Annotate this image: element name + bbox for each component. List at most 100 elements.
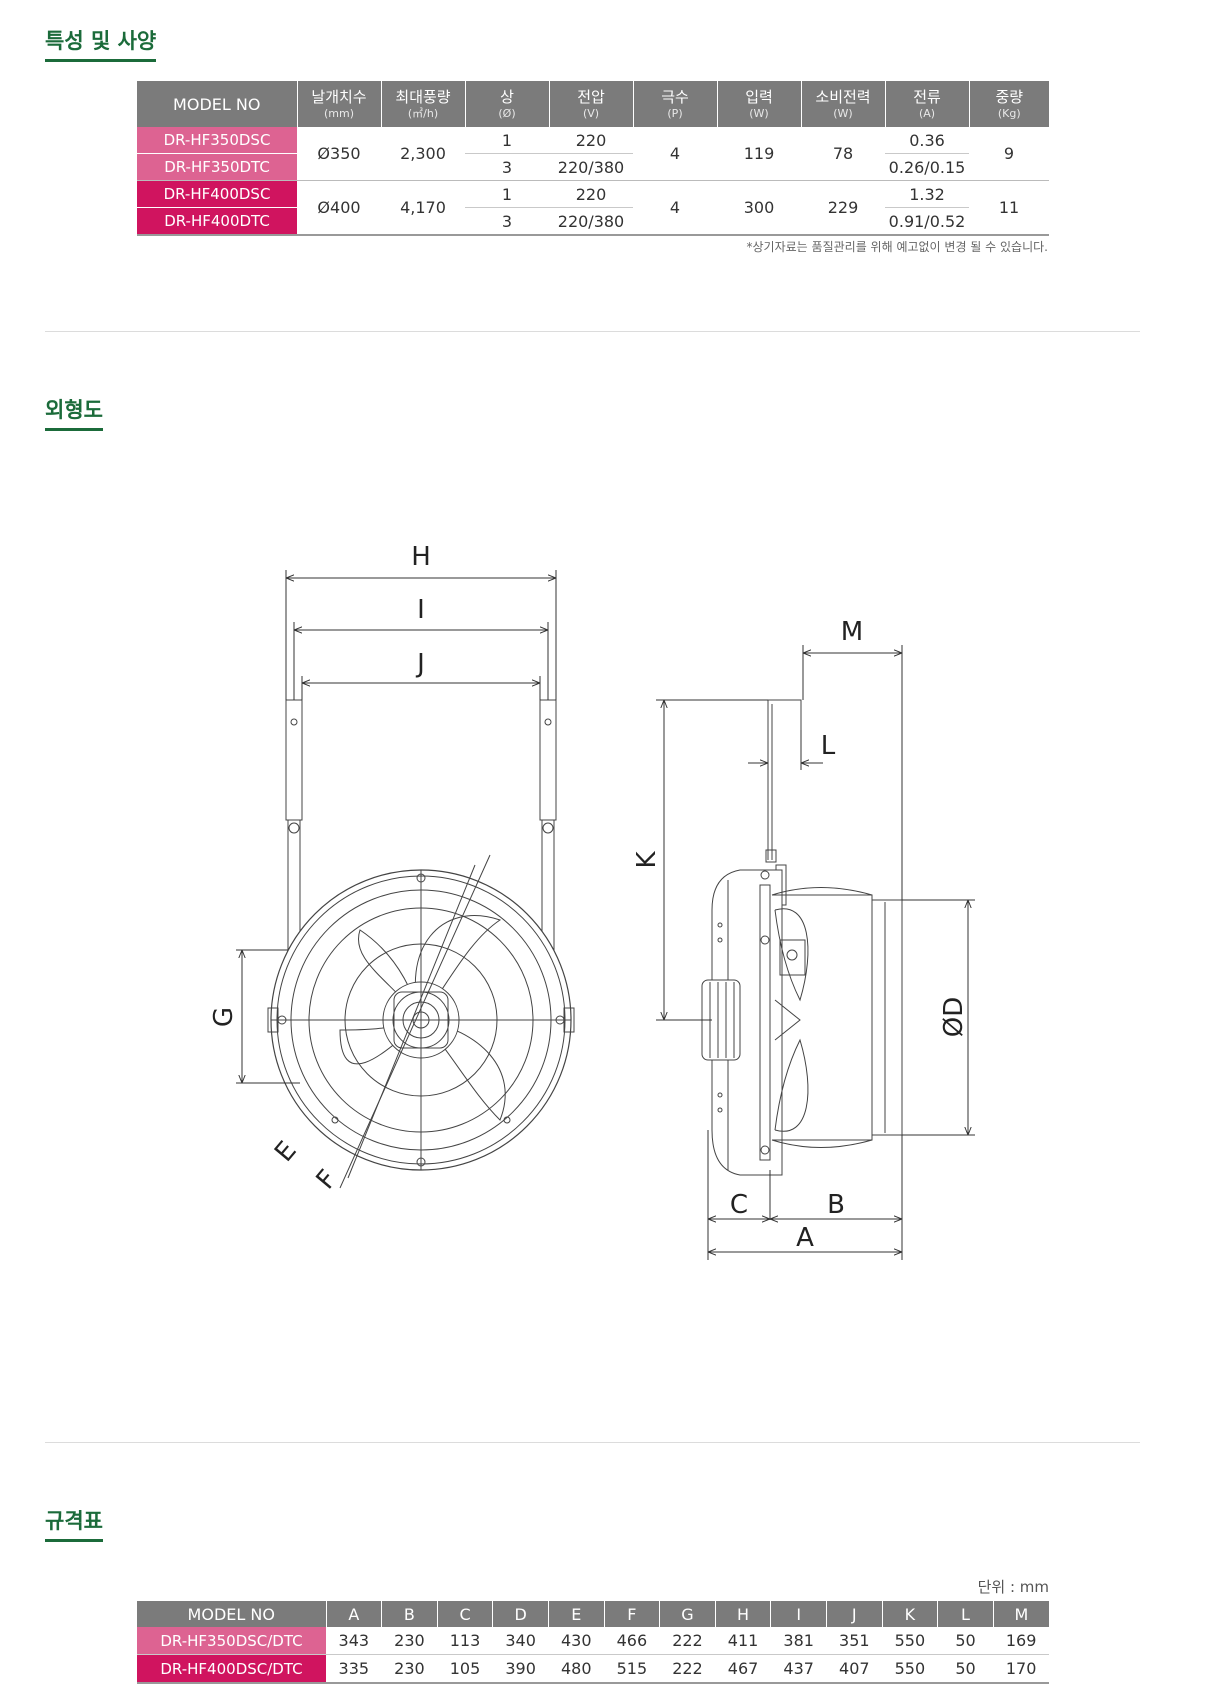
model-cell: DR-HF400DTC <box>137 207 297 236</box>
dim-cell: 113 <box>437 1627 493 1655</box>
phase-cell: 1 <box>465 180 549 208</box>
dim-cell: 411 <box>715 1627 771 1655</box>
table-row: DR-HF350DSC Ø350 2,300 1 220 4 119 78 0.… <box>137 127 1049 181</box>
dim-cell: 466 <box>604 1627 660 1655</box>
dim-cell: 437 <box>770 1654 827 1684</box>
dim-cell: 169 <box>993 1627 1049 1655</box>
blade-cell: Ø400 <box>297 180 381 236</box>
dim-header: C <box>436 1601 493 1627</box>
dim-label-b: B <box>827 1190 845 1220</box>
dim-label-j: J <box>415 649 425 679</box>
dimension-table: MODEL NO A B C D E F G H I J K L M DR-HF… <box>137 1601 1049 1684</box>
unit-label: 단위 : mm <box>977 1578 1049 1596</box>
voltage-cell: 220 <box>549 180 633 208</box>
dim-label-e: E <box>269 1136 303 1168</box>
airflow-cell: 2,300 <box>381 127 465 181</box>
blade-cell: Ø350 <box>297 127 381 181</box>
dim-cell: 430 <box>548 1627 605 1655</box>
dimension-section-title: 규격표 <box>45 1505 103 1542</box>
dim-cell: 230 <box>381 1654 438 1684</box>
dim-header: I <box>770 1601 827 1627</box>
section-divider <box>45 1442 1140 1443</box>
spec-header-power: 소비전력(W) <box>800 81 885 127</box>
dim-cell: 550 <box>882 1627 938 1655</box>
table-row: DR-HF400DTC 3 220/380 0.91/0.52 <box>137 207 1049 236</box>
weight-cell: 11 <box>969 180 1049 236</box>
model-cell: DR-HF350DSC/DTC <box>137 1627 326 1655</box>
input-cell: 300 <box>717 180 801 236</box>
current-cell: 1.32 <box>885 180 969 208</box>
table-row: DR-HF350DSC/DTC 343 230 113 340 430 466 … <box>137 1627 1049 1655</box>
dim-header: G <box>659 1601 716 1627</box>
dim-cell: 105 <box>437 1654 493 1684</box>
dim-header: E <box>547 1601 605 1627</box>
spec-header-airflow: 최대풍량(㎥/h) <box>380 81 465 127</box>
poles-cell: 4 <box>633 127 717 181</box>
dim-cell: 335 <box>326 1654 382 1684</box>
dim-header: J <box>825 1601 883 1627</box>
outline-drawing: H I J G E F K M L ØD C B A <box>209 542 975 1260</box>
spec-header-model: MODEL NO <box>137 81 297 127</box>
dim-cell: 467 <box>715 1654 771 1684</box>
dim-cell: 407 <box>826 1654 883 1684</box>
voltage-cell: 220 <box>549 127 633 154</box>
dim-label-a: A <box>796 1223 814 1253</box>
phase-cell: 3 <box>465 153 549 181</box>
dim-header-row: MODEL NO A B C D E F G H I J K L M <box>137 1601 1049 1627</box>
spec-header-poles: 극수(P) <box>632 81 717 127</box>
table-row: DR-HF400DSC/DTC 335 230 105 390 480 515 … <box>137 1654 1049 1684</box>
model-cell: DR-HF350DTC <box>137 153 297 181</box>
voltage-cell: 220/380 <box>549 153 633 181</box>
dim-header: H <box>714 1601 771 1627</box>
dim-cell: 351 <box>826 1627 883 1655</box>
spec-header-row: MODEL NO 날개치수(mm) 최대풍량(㎥/h) 상(Ø) 전압(V) 극… <box>137 81 1049 127</box>
dim-cell: 550 <box>882 1654 938 1684</box>
spec-header-phase: 상(Ø) <box>464 81 549 127</box>
dim-cell: 343 <box>326 1627 382 1655</box>
airflow-cell: 4,170 <box>381 180 465 236</box>
weight-cell: 9 <box>969 127 1049 181</box>
dim-cell: 340 <box>492 1627 549 1655</box>
dim-header: B <box>381 1601 438 1627</box>
dim-label-d: ØD <box>939 997 969 1038</box>
dim-label-h: H <box>411 542 431 572</box>
dim-header: F <box>603 1601 660 1627</box>
voltage-cell: 220/380 <box>549 207 633 236</box>
dim-cell: 230 <box>381 1627 438 1655</box>
phase-cell: 3 <box>465 207 549 236</box>
dim-label-m: M <box>841 617 863 647</box>
outline-section-title: 외형도 <box>45 394 103 431</box>
dim-header: M <box>992 1601 1049 1627</box>
spec-header-weight: 중량(Kg) <box>968 81 1049 127</box>
dim-label-f: F <box>311 1164 344 1195</box>
poles-cell: 4 <box>633 180 717 236</box>
spec-header-voltage: 전압(V) <box>548 81 633 127</box>
input-cell: 119 <box>717 127 801 181</box>
dim-header: A <box>325 1601 382 1627</box>
spec-section-title: 특성 및 사양 <box>45 25 157 62</box>
dim-label-c: C <box>730 1190 748 1220</box>
dim-header: D <box>492 1601 549 1627</box>
dim-label-g: G <box>209 1007 239 1027</box>
dim-label-l: L <box>821 731 836 761</box>
spec-table: MODEL NO 날개치수(mm) 최대풍량(㎥/h) 상(Ø) 전압(V) 극… <box>137 81 1049 236</box>
section-divider <box>45 331 1140 332</box>
table-row: DR-HF350DTC 3 220/380 0.26/0.15 <box>137 153 1049 181</box>
dim-cell: 50 <box>937 1627 994 1655</box>
spec-header-input: 입력(W) <box>716 81 801 127</box>
phase-cell: 1 <box>465 127 549 154</box>
dim-cell: 390 <box>492 1654 549 1684</box>
dim-cell: 381 <box>770 1627 827 1655</box>
dim-cell: 515 <box>604 1654 660 1684</box>
dim-cell: 170 <box>993 1654 1049 1684</box>
table-row: DR-HF400DSC Ø400 4,170 1 220 4 300 229 1… <box>137 180 1049 236</box>
dim-label-i: I <box>417 595 425 625</box>
dim-cell: 222 <box>659 1654 716 1684</box>
power-cell: 78 <box>801 127 885 181</box>
spec-header-blade: 날개치수(mm) <box>296 81 381 127</box>
dim-header: L <box>937 1601 994 1627</box>
dim-cell: 50 <box>937 1654 994 1684</box>
spec-note: *상기자료는 품질관리를 위해 예고없이 변경 될 수 있습니다. <box>746 240 1048 254</box>
model-cell: DR-HF400DSC/DTC <box>137 1654 326 1684</box>
spec-header-current: 전류(A) <box>884 81 969 127</box>
